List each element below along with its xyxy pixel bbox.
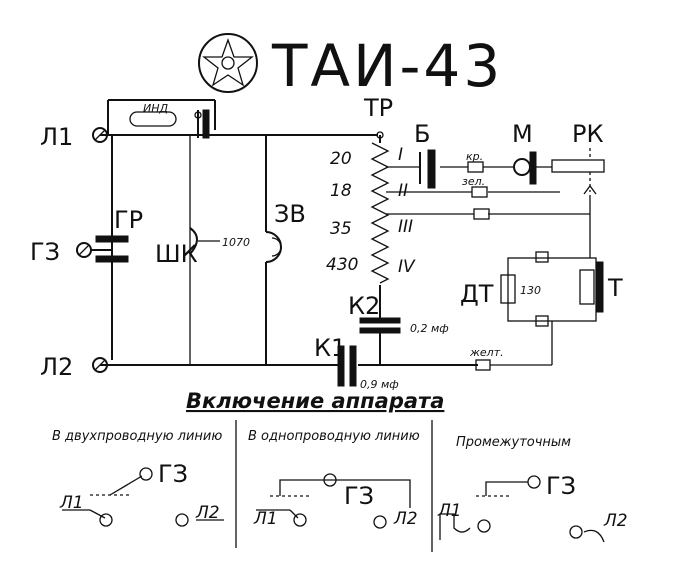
section-title-1: В двухпроводную линию [52, 429, 222, 444]
sketch2-l2: Л2 [393, 509, 418, 529]
sketch1-l2: Л2 [195, 503, 220, 523]
label-gz: ГЗ [30, 238, 60, 266]
label-tr: ТР [363, 94, 393, 122]
caption-heading: Включение аппарата [186, 389, 444, 413]
label-zhelt: желт. [469, 346, 504, 359]
sketch3-gz: ГЗ [546, 472, 576, 500]
microphone-m [513, 151, 537, 185]
terminal-l2 [92, 357, 108, 373]
buzzer-zv [265, 231, 282, 263]
sketch-two-wire [62, 467, 224, 527]
label-l2: Л2 [40, 353, 73, 381]
label-m: М [512, 120, 533, 148]
label-l1: Л1 [40, 123, 73, 151]
gr-element [95, 235, 129, 263]
label-gr: ГР [114, 206, 143, 234]
label-k2: К2 [348, 292, 380, 320]
label-k1: К1 [314, 334, 346, 362]
transformer-tr [370, 131, 390, 284]
label-dt: ДТ [460, 280, 494, 308]
battery-b [419, 149, 436, 189]
label-rk: РК [572, 120, 604, 148]
telephone-t [579, 261, 604, 313]
label-b: Б [414, 120, 430, 148]
terminal-gz [76, 242, 112, 258]
winding-num-4: 430 [326, 255, 358, 275]
capacitor-k1 [337, 345, 357, 387]
page-title: ТАИ-43 [271, 32, 503, 100]
label-shk: ШК [155, 240, 198, 268]
section-title-3: Промежуточным [456, 435, 571, 450]
jack-zel [471, 186, 490, 220]
winding-num-2: 18 [330, 181, 352, 201]
label-shk-note: 1070 [222, 236, 250, 249]
jack-zhelt [475, 359, 491, 371]
star-emblem-icon [198, 33, 258, 93]
sketch1-l1: Л1 [59, 493, 84, 513]
sketch-one-wire [256, 473, 411, 529]
winding-num-3: 35 [330, 219, 352, 239]
label-zel: зел. [462, 175, 485, 188]
coil-dt [500, 251, 549, 327]
winding-roman-3: III [398, 217, 413, 237]
label-zv: ЗВ [274, 200, 306, 228]
winding-romans: I II III IV [398, 145, 416, 277]
label-k1-value: 0,9 мф [360, 378, 399, 391]
winding-roman-2: II [398, 181, 408, 201]
sketch3-l1: Л1 [437, 501, 462, 521]
winding-numbers: 20 18 35 430 [326, 149, 358, 275]
switch-rk [551, 148, 605, 195]
label-dt-value: 130 [520, 284, 541, 297]
winding-roman-4: IV [398, 257, 416, 277]
label-ind: ИНД [143, 102, 169, 115]
section-title-2: В однопроводную линию [248, 429, 420, 444]
shk-element [189, 227, 220, 255]
jack-kr [467, 161, 484, 173]
label-kr: кр. [466, 150, 483, 163]
sketch1-gz: ГЗ [158, 460, 188, 488]
sketch-intermediate [439, 475, 605, 543]
indicator-ind [129, 109, 210, 139]
label-t: Т [607, 274, 623, 302]
sketch2-gz: ГЗ [344, 482, 374, 510]
sketch3-l2: Л2 [603, 511, 628, 531]
winding-roman-1: I [398, 145, 403, 165]
capacitor-k2 [359, 317, 401, 334]
winding-num-1: 20 [330, 149, 352, 169]
label-k2-value: 0,2 мф [410, 322, 449, 335]
sketch2-l1: Л1 [253, 509, 278, 529]
terminal-l1 [92, 127, 108, 143]
